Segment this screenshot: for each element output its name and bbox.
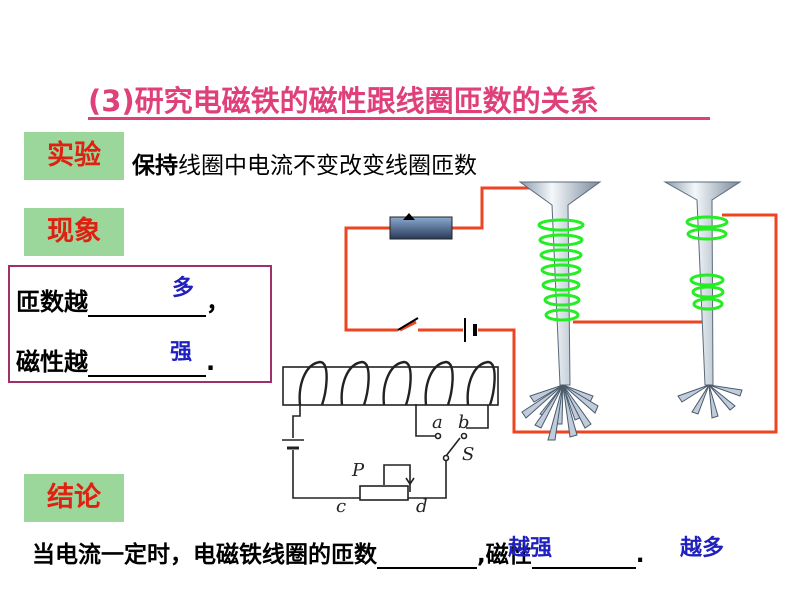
phenomenon-answer-2: 强 <box>170 340 193 365</box>
slide-rheostat <box>359 485 409 501</box>
conclusion-tag: 结论 <box>24 474 124 522</box>
phenomenon-line-1-suffix: ， <box>206 288 230 316</box>
switch-and-battery <box>397 317 477 342</box>
phenomenon-blank-2 <box>88 349 206 377</box>
conclusion-blank-2 <box>531 543 636 569</box>
label-d: d <box>416 496 428 517</box>
conclusion-text: 当电流一定时，电磁铁线圈的匝数 ,磁性. <box>32 535 645 569</box>
conclusion-blank-1 <box>377 543 477 569</box>
experiment-text-bold: 保持 <box>132 153 178 179</box>
left-coil <box>537 218 585 322</box>
conclusion-prefix: 当电流一定时，电磁铁线圈的匝数 <box>32 542 377 568</box>
label-c: c <box>336 496 346 517</box>
label-a: a <box>432 412 443 433</box>
label-s: S <box>462 444 474 465</box>
experiment-tag: 实验 <box>24 132 124 180</box>
conclusion-answer-1: 越强 <box>508 536 553 561</box>
phenomenon-box <box>8 265 272 383</box>
right-nail-cluster <box>677 384 743 419</box>
phenomenon-line-2-prefix: 磁性越 <box>16 348 88 376</box>
phenomenon-answer-1: 多 <box>172 276 195 301</box>
phenomenon-tag: 现象 <box>24 208 124 256</box>
experiment-text-rest: 线圈中电流不变改变线圈匝数 <box>178 153 477 179</box>
experiment-text: 保持线圈中电流不变改变线圈匝数 <box>132 146 477 180</box>
rheostat-block <box>389 216 453 240</box>
title-underline <box>88 117 710 120</box>
phenomenon-blank-1 <box>88 289 206 317</box>
right-coil <box>685 215 729 311</box>
phenomenon-line-2-suffix: . <box>206 348 216 376</box>
left-electromagnet <box>518 181 602 441</box>
label-p: P <box>351 460 365 481</box>
label-b: b <box>458 412 470 433</box>
phenomenon-line-1-prefix: 匝数越 <box>16 288 88 316</box>
left-nail-cluster <box>521 384 599 441</box>
circuit-schematic <box>282 360 499 501</box>
conclusion-answer-2: 越多 <box>680 536 725 561</box>
page-title: (3)研究电磁铁的磁性跟线圈匝数的关系 <box>88 84 599 118</box>
phenomenon-line-2: 磁性越. <box>16 342 215 377</box>
conclusion-middle: ,磁性 <box>477 542 532 568</box>
conclusion-suffix: . <box>635 542 645 568</box>
rheostat-slider <box>403 213 415 220</box>
phenomenon-line-1: 匝数越 ， <box>16 282 230 317</box>
iron-core <box>282 366 499 406</box>
core-coil <box>298 360 496 406</box>
right-electromagnet <box>663 181 743 419</box>
